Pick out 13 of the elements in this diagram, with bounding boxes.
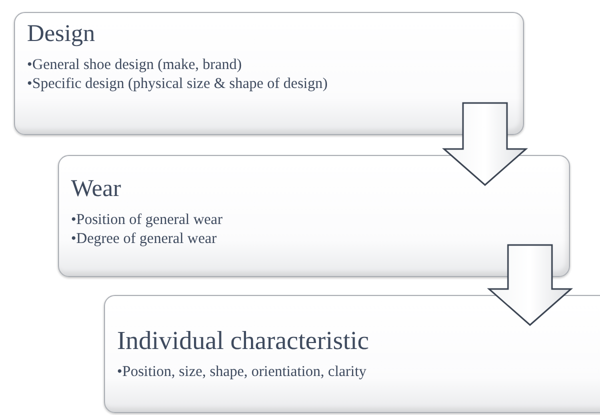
step-box	[104, 295, 600, 413]
bullet-text: •Position, size, shape, orientiation, clarity	[117, 364, 368, 380]
bullet-text: •Degree of general wear	[71, 231, 218, 248]
step-heading: Design	[27, 21, 96, 49]
block-arrow	[487, 244, 573, 326]
step-heading: Wear	[71, 176, 122, 204]
bullet-text: •Specific design (physical size & shape of design)	[27, 76, 329, 93]
step-box	[14, 12, 524, 135]
step-heading: Individual characteristic	[117, 326, 370, 356]
bullet-text: •Position of general wear	[71, 212, 224, 228]
block-arrow	[442, 102, 528, 186]
bullet-text: •General shoe design (make, brand)	[27, 56, 243, 74]
step-box	[58, 155, 570, 277]
